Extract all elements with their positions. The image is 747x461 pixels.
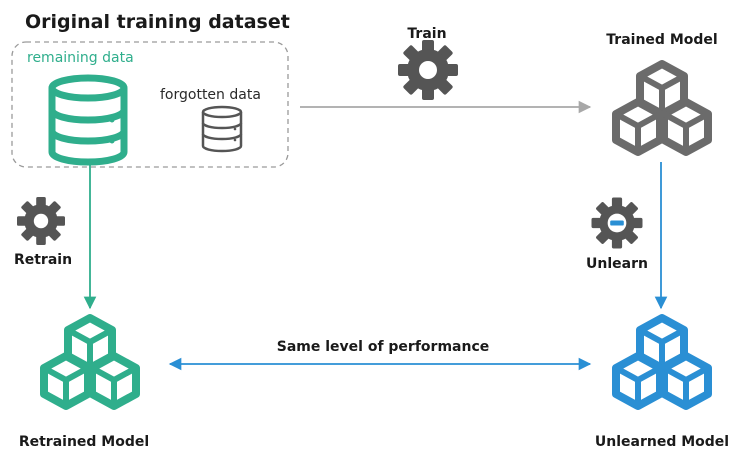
forgotten-data-label: forgotten data bbox=[160, 87, 261, 103]
trained-model-cubes-icon bbox=[616, 64, 708, 152]
unlearn-label: Unlearn bbox=[586, 256, 648, 272]
unlearned-model-label: Unlearned Model bbox=[595, 434, 729, 450]
dataset-box bbox=[11, 41, 289, 168]
same-level-label: Same level of performance bbox=[277, 339, 490, 355]
remaining-data-database-icon bbox=[48, 74, 128, 166]
remaining-data-label: remaining data bbox=[27, 50, 134, 66]
unlearned-model-cubes-icon bbox=[616, 318, 708, 406]
forgotten-data-database-icon bbox=[201, 105, 243, 153]
unlearn-gear-minus-icon bbox=[591, 197, 643, 249]
train-label: Train bbox=[407, 26, 446, 42]
retrained-model-cubes-icon bbox=[44, 318, 136, 406]
trained-model-label: Trained Model bbox=[606, 32, 717, 48]
diagram-title: Original training dataset bbox=[25, 11, 290, 33]
retrain-label: Retrain bbox=[14, 252, 72, 268]
retrain-gear-icon bbox=[17, 197, 65, 245]
retrained-model-label: Retrained Model bbox=[19, 434, 149, 450]
train-gear-icon bbox=[398, 40, 458, 100]
